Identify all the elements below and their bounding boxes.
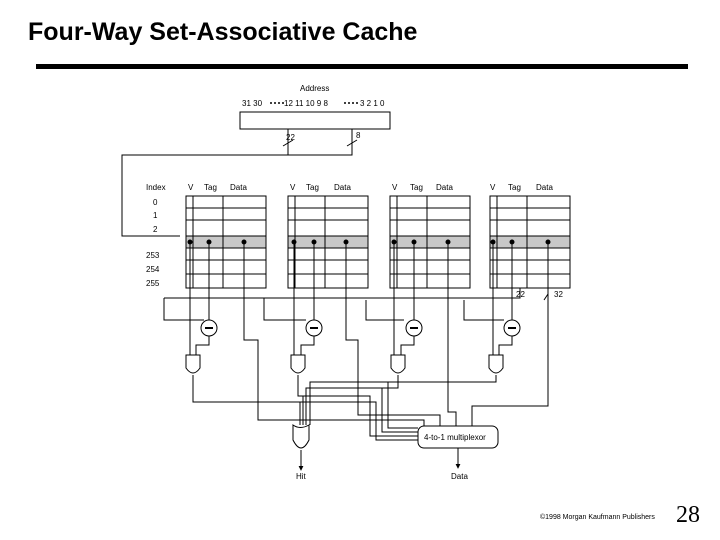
way-4-tag-header: Tag	[508, 183, 521, 192]
row-label-1: 1	[153, 211, 158, 220]
title-rule	[36, 64, 688, 69]
way-1-tag-header: Tag	[204, 183, 217, 192]
comparators	[200, 319, 521, 337]
way-3-v-header: V	[392, 183, 398, 192]
tag-bits-label: 22	[516, 290, 525, 299]
and-gates	[185, 354, 504, 374]
and-gate-1	[185, 354, 201, 374]
row-label-253: 253	[146, 251, 160, 260]
or-gate	[292, 424, 310, 449]
way-2-v-header: V	[290, 183, 296, 192]
way-4-data-header: Data	[536, 183, 553, 192]
data-output-label: Data	[451, 472, 468, 481]
and-gate-4	[488, 354, 504, 374]
address-register	[239, 111, 391, 130]
row-label-254: 254	[146, 265, 160, 274]
way-3-tag-header: Tag	[410, 183, 423, 192]
tag-bus	[121, 129, 521, 321]
address-bits-right: 3 2 1 0	[360, 99, 385, 108]
row-label-2: 2	[153, 225, 158, 234]
way-2: V Tag Data	[287, 183, 369, 289]
index-width: 8	[356, 131, 361, 140]
mux-label: 4-to-1 multiplexor	[424, 433, 486, 442]
footer-copyright: ©1998 Morgan Kaufmann Publishers	[540, 514, 655, 521]
tag-width: 22	[286, 133, 295, 142]
and-gate-3	[390, 354, 406, 374]
way-3-data-header: Data	[436, 183, 453, 192]
select-wires	[192, 375, 497, 441]
address-bits-left: 31 30	[242, 99, 263, 108]
way-4: V Tag Data	[489, 183, 571, 289]
way-1: V Tag Data	[185, 183, 267, 289]
index-header: Index	[146, 183, 166, 192]
data-wires	[241, 239, 551, 430]
address-label: Address	[300, 84, 329, 93]
row-label-0: 0	[153, 198, 158, 207]
way-1-data-header: Data	[230, 183, 247, 192]
and-gate-2	[290, 354, 306, 374]
data-bits-label: 32	[554, 290, 563, 299]
way-4-v-header: V	[490, 183, 496, 192]
row-label-255: 255	[146, 279, 160, 288]
way-2-data-header: Data	[334, 183, 351, 192]
way-2-tag-header: Tag	[306, 183, 319, 192]
hit-label: Hit	[296, 472, 307, 481]
tag-compare-wires	[206, 239, 515, 320]
address-bits-mid: 12 11 10 9 8	[284, 99, 328, 108]
way-3: V Tag Data	[389, 183, 471, 289]
slide-title: Four-Way Set-Associative Cache	[28, 18, 418, 46]
way-1-v-header: V	[188, 183, 194, 192]
page-number: 28	[676, 502, 700, 528]
